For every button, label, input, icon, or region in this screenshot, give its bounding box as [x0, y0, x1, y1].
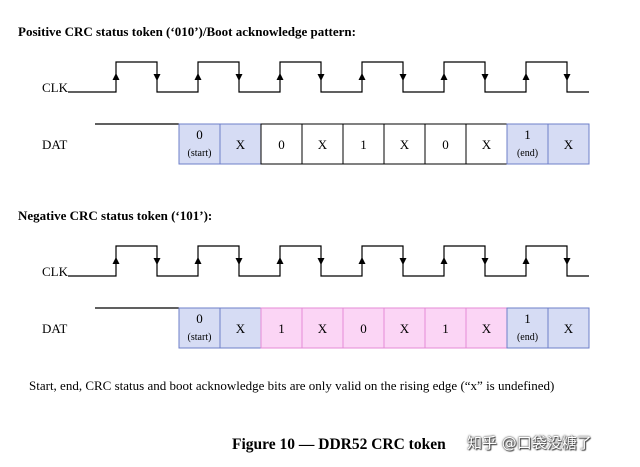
clk-rising-edge-arrow — [194, 73, 202, 80]
diagram-2-heading: Negative CRC status token (‘101’): — [18, 208, 213, 223]
figure-caption: Figure 10 — DDR52 CRC token — [232, 436, 446, 453]
clk-falling-edge-arrow — [563, 74, 571, 81]
clk-rising-edge-arrow — [440, 257, 448, 264]
diagram-2-clk-label: CLK — [42, 264, 68, 279]
clk-falling-edge-arrow — [399, 258, 407, 265]
clk-falling-edge-arrow — [481, 258, 489, 265]
clk-rising-edge-arrow — [522, 257, 530, 264]
diagram-1-heading: Positive CRC status token (‘010’)/Boot a… — [18, 24, 356, 39]
dat-bit-value: X — [482, 321, 492, 336]
dat-bit-sublabel: (end) — [517, 332, 538, 343]
clk-falling-edge-arrow — [317, 258, 325, 265]
dat-bit-cell — [178, 123, 221, 165]
clk-falling-edge-arrow — [481, 74, 489, 81]
dat-bit-value: 1 — [278, 321, 285, 336]
clk-falling-edge-arrow — [153, 258, 161, 265]
dat-bit-value: X — [236, 137, 246, 152]
clk-waveform — [68, 61, 589, 93]
dat-bit-cell — [547, 123, 590, 165]
dat-bit-cell — [506, 123, 549, 165]
dat-bit-sublabel: (end) — [517, 148, 538, 159]
dat-bit-value: X — [400, 321, 410, 336]
clk-falling-edge-arrow — [317, 74, 325, 81]
dat-bit-value: 0 — [360, 321, 367, 336]
clk-rising-edge-arrow — [194, 257, 202, 264]
dat-bit-value: X — [400, 137, 410, 152]
clk-rising-edge-arrow — [276, 257, 284, 264]
dat-bit-cell — [424, 123, 467, 165]
clk-falling-edge-arrow — [235, 74, 243, 81]
clk-falling-edge-arrow — [235, 258, 243, 265]
clk-rising-edge-arrow — [276, 73, 284, 80]
dat-bit-sublabel: (start) — [188, 148, 212, 159]
dat-bit-value: 1 — [524, 127, 531, 142]
clk-rising-edge-arrow — [440, 73, 448, 80]
dat-bit-cell — [301, 307, 344, 349]
dat-bit-value: X — [318, 321, 328, 336]
dat-bit-cell — [383, 307, 426, 349]
dat-bit-cell — [219, 123, 262, 165]
dat-bit-cell — [383, 123, 426, 165]
dat-bit-value: 0 — [278, 137, 285, 152]
clk-rising-edge-arrow — [112, 257, 120, 264]
diagram-1-dat-label: DAT — [42, 137, 68, 152]
clk-waveform — [68, 245, 589, 277]
diagram-2-dat-label: DAT — [42, 321, 68, 336]
dat-bit-cell — [342, 307, 385, 349]
dat-bit-cell — [260, 307, 303, 349]
dat-bit-cell — [342, 123, 385, 165]
clk-falling-edge-arrow — [399, 74, 407, 81]
watermark-text: 知乎 @口袋没糖了 — [467, 434, 592, 452]
clk-falling-edge-arrow — [563, 258, 571, 265]
dat-bit-sublabel: (start) — [188, 332, 212, 343]
dat-bit-value: 1 — [360, 137, 367, 152]
dat-bit-value: 0 — [442, 137, 449, 152]
dat-bit-value: X — [564, 321, 574, 336]
dat-bit-value: X — [236, 321, 246, 336]
dat-bit-value: X — [318, 137, 328, 152]
clk-falling-edge-arrow — [153, 74, 161, 81]
dat-bit-value: 1 — [524, 311, 531, 326]
footnote: Start, end, CRC status and boot acknowle… — [29, 378, 555, 393]
diagram-1-clk-label: CLK — [42, 80, 68, 95]
dat-bit-value: X — [564, 137, 574, 152]
dat-bit-cell — [465, 307, 508, 349]
clk-rising-edge-arrow — [358, 257, 366, 264]
dat-bit-value: X — [482, 137, 492, 152]
dat-bit-cell — [547, 307, 590, 349]
clk-rising-edge-arrow — [358, 73, 366, 80]
dat-bit-value: 0 — [196, 127, 203, 142]
dat-bit-cell — [178, 307, 221, 349]
dat-bit-value: 1 — [442, 321, 449, 336]
clk-rising-edge-arrow — [112, 73, 120, 80]
dat-bit-cell — [301, 123, 344, 165]
clk-rising-edge-arrow — [522, 73, 530, 80]
dat-bit-cell — [424, 307, 467, 349]
dat-bit-value: 0 — [196, 311, 203, 326]
